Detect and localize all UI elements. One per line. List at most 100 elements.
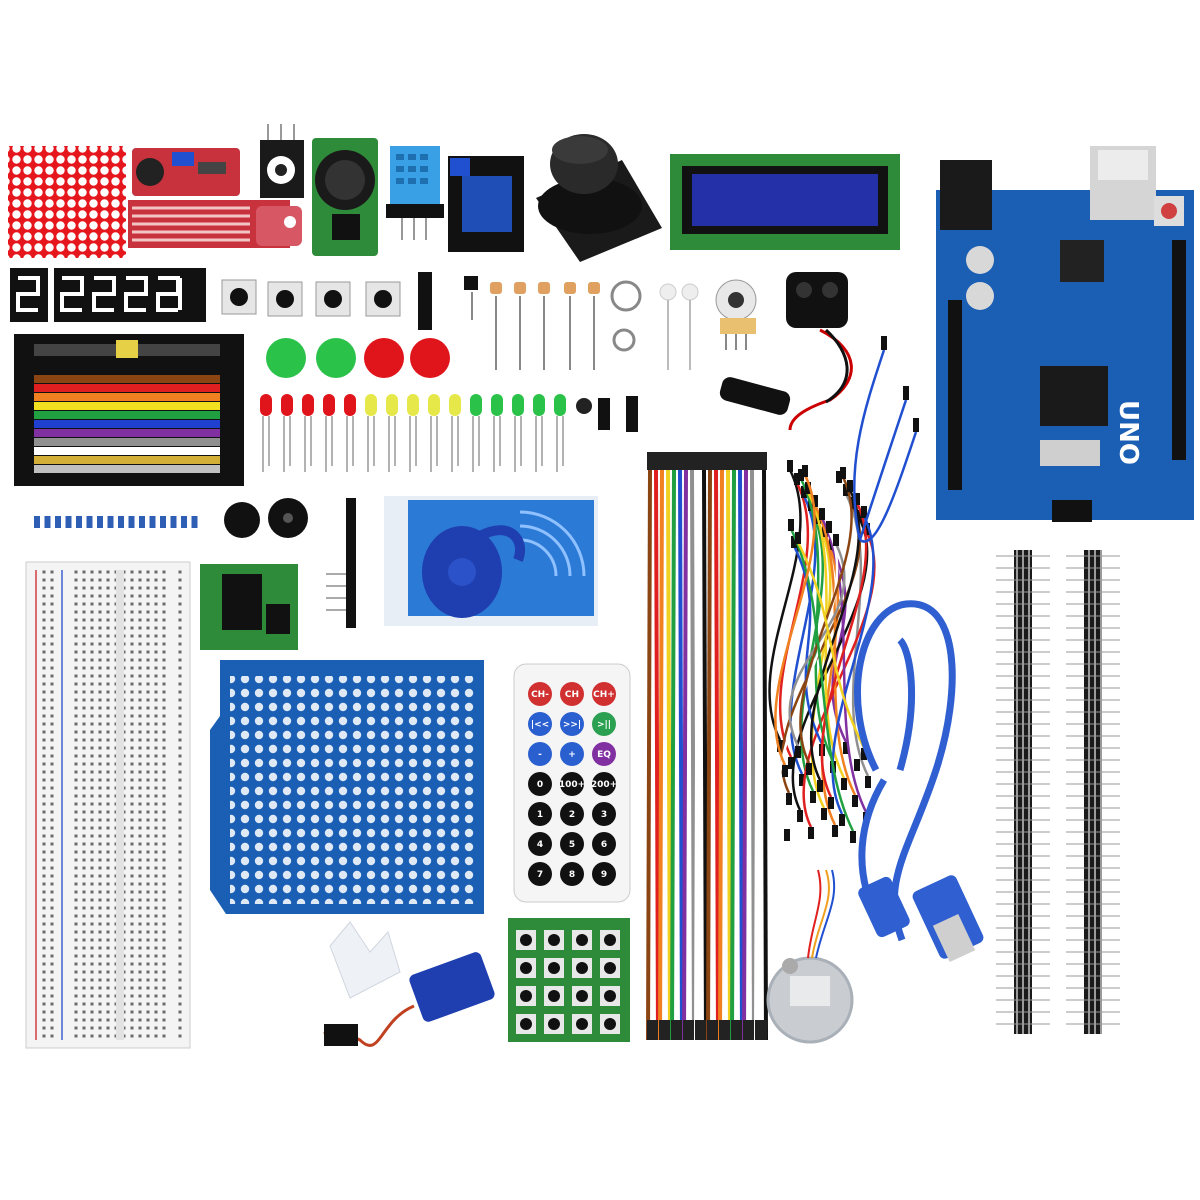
card-stripe — [34, 429, 220, 437]
remote-button-label: 9 — [601, 870, 607, 880]
remote-button-label: CH — [565, 690, 579, 700]
card-stripe — [34, 393, 220, 401]
dupont-ribbon-cable — [646, 452, 768, 1041]
led-row — [260, 394, 566, 472]
long-header-pins — [996, 550, 1120, 1034]
ribbon-wire — [713, 452, 720, 1041]
uno-board: UNO — [936, 146, 1194, 522]
remote-button: + — [560, 742, 584, 766]
card-stripe — [34, 366, 220, 374]
keypad-key — [516, 930, 536, 950]
ribbon-wire — [718, 452, 725, 1041]
led-matrix-module — [8, 146, 126, 258]
remote-button: 6 — [592, 832, 616, 856]
remote-button: EQ — [592, 742, 616, 766]
ribbon-wire — [653, 452, 660, 1041]
remote-button-label: 2 — [569, 810, 575, 820]
water-sensor-module — [128, 200, 302, 248]
seven-segment-display — [10, 268, 206, 322]
keypad-key — [600, 1014, 620, 1034]
resistor — [118, 516, 124, 528]
led — [533, 394, 545, 472]
led — [407, 394, 419, 472]
dht11-sensor-module — [386, 146, 444, 240]
jumper-wire — [768, 460, 802, 752]
card-stripe — [34, 402, 220, 410]
keypad-key — [572, 986, 592, 1006]
small-header-pins — [326, 498, 356, 628]
remote-button-label: - — [538, 750, 542, 760]
ribbon-wire — [658, 452, 665, 1041]
jumper-wire — [831, 506, 875, 826]
keypad-key — [516, 958, 536, 978]
led — [428, 394, 440, 472]
remote-button-label: 3 — [601, 810, 607, 820]
ir-receiver-module — [260, 124, 304, 198]
remote-button-label: 4 — [537, 840, 543, 850]
led — [323, 394, 335, 472]
led — [386, 394, 398, 472]
led — [554, 394, 566, 472]
tilt-switch-and-photoresistors — [418, 272, 699, 370]
led — [491, 394, 503, 472]
remote-button: 1 — [528, 802, 552, 826]
ribbon-wire — [694, 452, 701, 1041]
remote-button: 9 — [592, 862, 616, 886]
jumper-wire — [788, 519, 856, 843]
sound-sensor-module — [132, 148, 240, 196]
ribbon-wire — [701, 452, 708, 1041]
remote-button-label: CH+ — [593, 690, 615, 700]
remote-button: 5 — [560, 832, 584, 856]
resistor — [181, 516, 187, 528]
resistor — [97, 516, 103, 528]
keypad-key — [600, 958, 620, 978]
jumper-wire — [858, 386, 909, 541]
remote-button: CH — [560, 682, 584, 706]
resistor-strip — [30, 514, 200, 530]
remote-button-label: 6 — [601, 840, 607, 850]
remote-button: 3 — [592, 802, 616, 826]
ribbon-wire — [677, 452, 684, 1041]
jumper-wire — [795, 532, 867, 760]
resistor — [149, 516, 156, 528]
remote-button-label: EQ — [597, 750, 611, 760]
ribbon-wire — [670, 452, 677, 1041]
joystick-module — [536, 134, 662, 262]
keypad-key — [544, 930, 564, 950]
resistor — [139, 516, 145, 528]
potentiometer — [715, 279, 757, 350]
remote-button-label: 5 — [569, 840, 575, 850]
stepper-motor — [766, 869, 854, 1044]
ribbon-wire — [730, 452, 737, 1041]
jumper-wire — [777, 521, 839, 841]
prototype-shield — [210, 660, 484, 914]
remote-button: CH- — [528, 682, 552, 706]
remote-button-label: CH- — [531, 690, 549, 700]
remote-button-label: >|| — [597, 720, 611, 730]
jumper-wire — [812, 495, 858, 807]
buzzers — [224, 498, 308, 538]
usb-cable — [854, 600, 984, 963]
ribbon-wire — [646, 452, 653, 1041]
ribbon-wire — [665, 452, 672, 1041]
led — [449, 394, 461, 472]
resistor — [76, 516, 82, 528]
push-buttons — [221, 279, 401, 317]
ribbon-wire — [706, 452, 713, 1041]
remote-button-label: 8 — [569, 870, 575, 880]
keypad-key — [600, 930, 620, 950]
resistor — [170, 516, 177, 528]
led — [365, 394, 377, 472]
rtc-module — [312, 138, 378, 256]
card-stripe — [34, 375, 220, 383]
keypad-key — [544, 1014, 564, 1034]
battery-clip — [719, 272, 853, 431]
remote-button-label: >>| — [563, 720, 581, 730]
breadboard — [25, 561, 191, 1049]
card-stripe — [34, 465, 220, 473]
resistor — [191, 516, 198, 528]
ribbon-wire — [682, 452, 689, 1041]
remote-button-label: 0 — [537, 780, 543, 790]
card-stripe — [34, 456, 220, 464]
